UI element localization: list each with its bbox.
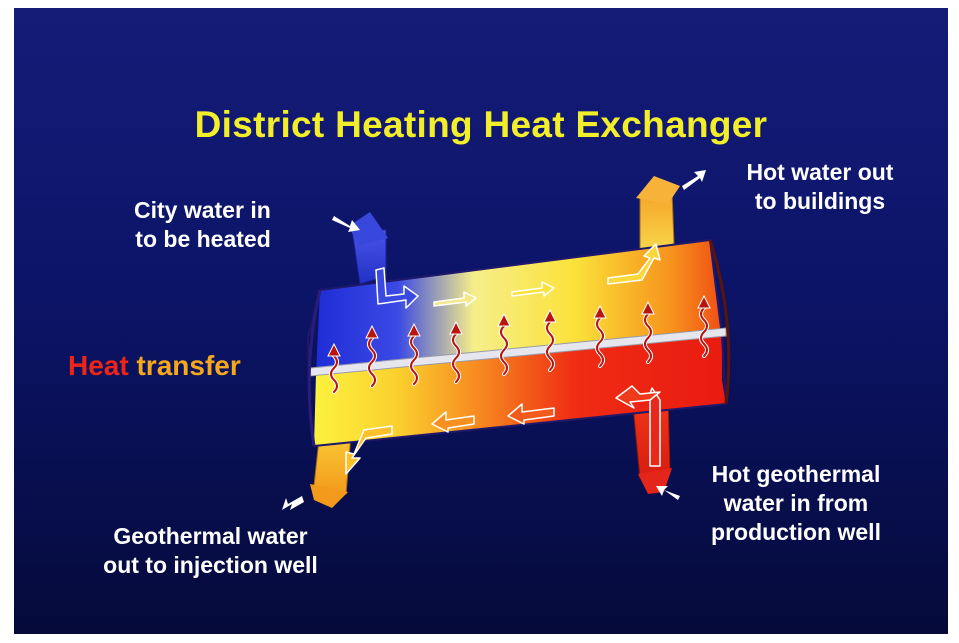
label-line: Hot geothermal	[711, 461, 881, 487]
hot-side-chamber	[314, 336, 726, 446]
heat-wave-arrow	[593, 304, 607, 368]
heat-wave-arrow	[543, 308, 557, 372]
slide-background: District Heating Heat Exchanger	[14, 8, 948, 634]
city-water-inlet-label: City water in to be heated	[134, 196, 271, 254]
flow-arrow	[433, 291, 477, 307]
hot-water-outlet-label: Hot water out to buildings	[720, 158, 920, 216]
geothermal-outlet-label: Geothermal water out to injection well	[68, 522, 353, 580]
heat-exchanger-diagram	[282, 170, 731, 510]
pointer-arrow-hot-out	[682, 170, 706, 190]
heat-wave-arrow	[365, 324, 379, 388]
exchanger-body	[306, 238, 731, 448]
pointer-arrow-city-in	[332, 216, 360, 232]
pointer-arrow-geo-out	[282, 496, 304, 510]
flow-arrow	[511, 281, 555, 297]
label-line: to be heated	[135, 226, 271, 252]
label-line: to buildings	[754, 188, 886, 214]
flow-arrow	[375, 267, 419, 309]
hot-flow-arrows	[345, 385, 661, 475]
heat-wave-arrow	[327, 342, 341, 394]
heat-word: Heat	[68, 350, 129, 381]
transfer-word: transfer	[136, 350, 241, 381]
cold-flow-arrows	[375, 243, 661, 309]
flow-arrow	[345, 425, 393, 475]
label-line: Geothermal water	[113, 523, 308, 549]
label-line: water in from	[723, 490, 869, 516]
heat-transfer-label: Heat transfer	[68, 351, 241, 380]
flow-arrow	[607, 243, 661, 285]
label-line: out to injection well	[103, 552, 318, 578]
label-line: production well	[711, 519, 881, 545]
geothermal-inlet-label: Hot geothermal water in from production …	[686, 460, 906, 547]
flow-arrow	[615, 385, 661, 409]
heat-transfer-arrows	[327, 294, 711, 394]
flow-arrow	[431, 411, 475, 433]
label-line: City water in	[134, 197, 271, 223]
flow-arrow	[507, 403, 555, 425]
pointer-arrows	[282, 170, 706, 510]
heat-wave-arrow	[407, 322, 421, 386]
heat-wave-arrow	[697, 294, 711, 358]
pointer-arrow-hot-in	[656, 486, 680, 500]
flow-arrow	[649, 387, 661, 467]
label-line: Hot water out	[746, 159, 894, 185]
diagram-title: District Heating Heat Exchanger	[194, 104, 768, 145]
heat-wave-arrow	[497, 312, 511, 376]
heat-wave-arrow	[449, 320, 463, 384]
hot-water-outlet-pipe	[636, 176, 680, 253]
heat-wave-arrow	[641, 300, 655, 364]
